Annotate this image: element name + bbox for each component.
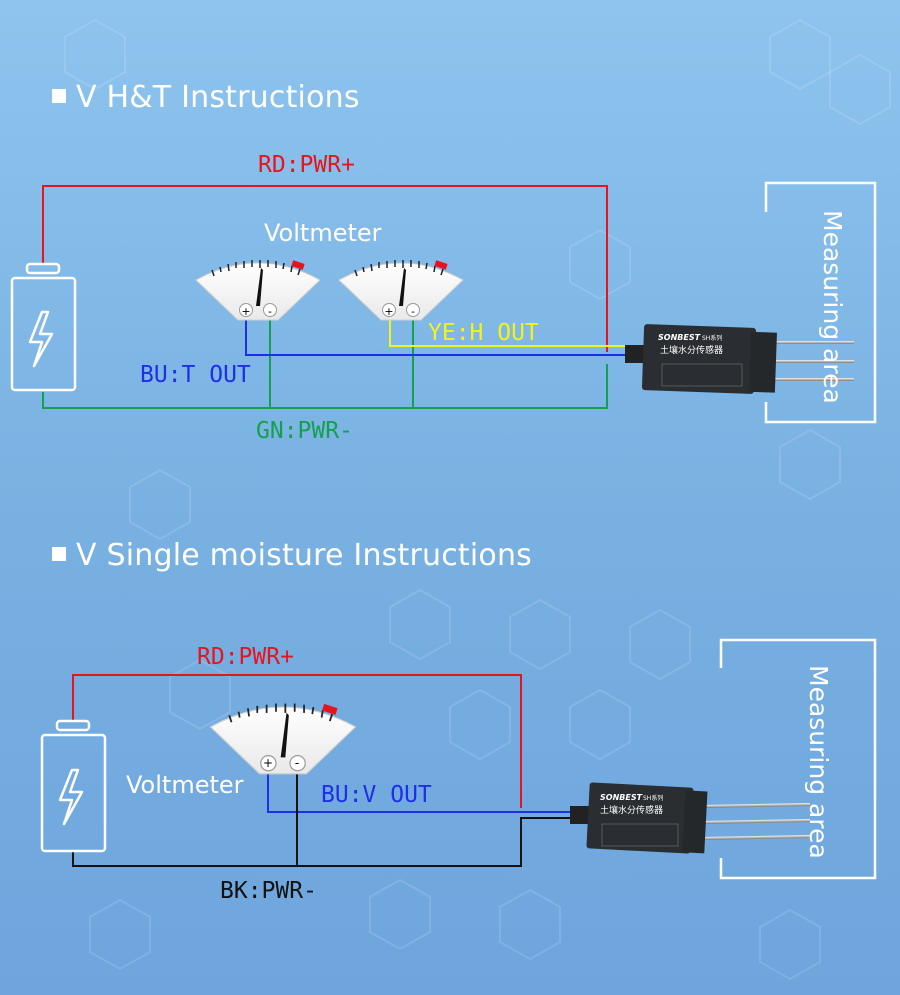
voltmeter-icon: [195, 259, 321, 321]
measuring-area-box: [764, 181, 877, 424]
battery-icon: [10, 262, 77, 392]
label-voltmeter-2: Voltmeter: [126, 771, 244, 799]
wire-red-pwr-plus: [42, 185, 608, 352]
voltmeter-icon: [209, 702, 357, 775]
wire-green-pwr-minus: [42, 364, 608, 409]
label-measuring-area: Measuring area: [818, 210, 847, 404]
sensor1-brand: SONBEST: [658, 333, 701, 342]
sensor2-brand: SONBEST: [600, 793, 643, 802]
label-rd-pwr-plus: RD:PWR+: [258, 152, 355, 178]
label-gn-pwr-minus: GN:PWR-: [256, 418, 353, 444]
wire-yellow-h-out: [389, 318, 625, 347]
bullet-square-icon: [52, 546, 66, 561]
sensor1-series: SH系列: [702, 334, 722, 342]
battery-icon: [40, 719, 107, 853]
meter2-plus-terminal: +: [384, 305, 393, 318]
meter1-minus-terminal: -: [268, 305, 272, 318]
soil-sensor-icon: SONBEST SH系列 土壤水分传感器: [570, 782, 811, 854]
label-voltmeter: Voltmeter: [264, 219, 382, 247]
sensor1-name: 土壤水分传感器: [660, 344, 723, 356]
diagram-single: + - RD:PWR+ Voltmeter BU:V OUT BK:PWR- S…: [40, 638, 877, 904]
label-ye-h-out: YE:H OUT: [428, 320, 539, 346]
meter3-minus-terminal: -: [295, 756, 299, 770]
bullet-square-icon: [52, 88, 66, 103]
lightning-icon: [28, 310, 54, 368]
meter1-plus-terminal: +: [241, 305, 250, 318]
label-rd-pwr-plus-2: RD:PWR+: [197, 644, 294, 670]
measuring-area-box-2: [719, 638, 877, 880]
section-title-single-text: V Single moisture Instructions: [76, 538, 532, 573]
label-bu-t-out: BU:T OUT: [140, 362, 251, 388]
wire-blue-t-out: [245, 318, 625, 356]
lightning-icon: [58, 768, 84, 826]
wire-black-pwr-minus: [72, 817, 570, 867]
diagram-ht: + - + - RD:PWR+ Voltmeter YE:H OUT BU:T …: [10, 152, 877, 444]
wire-red-pwr-plus: [72, 674, 522, 808]
wire-blue-v-out: [267, 770, 570, 813]
label-bk-pwr-minus: BK:PWR-: [220, 878, 317, 904]
soil-sensor-icon: SONBEST SH系列 土壤水分传感器: [625, 324, 854, 394]
section-title-ht: V H&T Instructions: [52, 80, 360, 115]
section-title-ht-text: V H&T Instructions: [76, 80, 360, 115]
sensor2-name: 土壤水分传感器: [600, 804, 663, 816]
label-bu-v-out: BU:V OUT: [321, 782, 432, 808]
meter3-plus-terminal: +: [263, 756, 273, 770]
voltmeter-icon: [338, 259, 464, 321]
section-title-single: V Single moisture Instructions: [52, 538, 532, 573]
meter2-minus-terminal: -: [411, 305, 415, 318]
sensor2-series: SH系列: [643, 794, 663, 802]
label-measuring-area-2: Measuring area: [804, 665, 833, 859]
